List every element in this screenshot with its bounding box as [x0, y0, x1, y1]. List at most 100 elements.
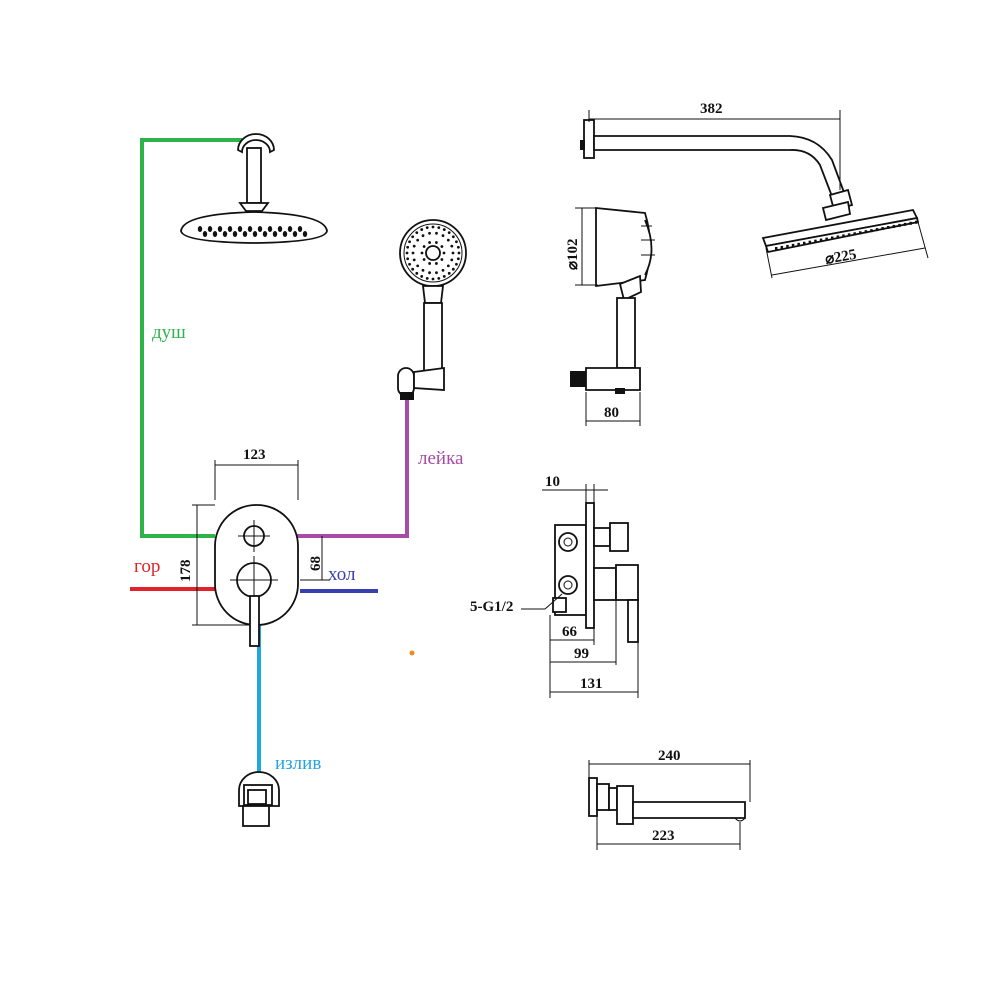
- spray-hole: [456, 257, 460, 261]
- dim-plate-thickness: 10: [542, 474, 608, 503]
- handshower-dots: [405, 225, 461, 281]
- dim-handshower-diameter: ⌀102: [565, 207, 598, 286]
- hose-outlet: [400, 392, 414, 400]
- nozzle-tick: [853, 232, 856, 236]
- mixer-panel-icon: [214, 504, 299, 647]
- spray-hole: [457, 251, 461, 255]
- nozzle-dot: [267, 226, 273, 232]
- dim-panel-width: 123: [214, 447, 299, 500]
- spray-hole: [434, 262, 438, 265]
- handshower-side-drawing: [570, 207, 655, 394]
- spray-hole: [456, 245, 460, 249]
- svg-text:⌀102: ⌀102: [565, 238, 581, 270]
- nozzle-dot: [287, 226, 293, 232]
- spray-hole: [428, 241, 432, 244]
- nozzle-tick: [786, 244, 789, 248]
- nozzle-tick: [903, 222, 907, 226]
- overhead-nozzle-row: [775, 220, 918, 250]
- spray-hole: [408, 262, 411, 266]
- spray-hole: [446, 238, 450, 242]
- spray-hole: [415, 231, 419, 235]
- overhead-shower-icon: [180, 133, 328, 244]
- spray-hole: [421, 268, 425, 272]
- spray-hole: [425, 226, 429, 230]
- spray-hole: [416, 264, 420, 268]
- nozzle-tick: [875, 228, 879, 232]
- nozzle-dot: [247, 226, 253, 232]
- svg-text:223: 223: [652, 828, 675, 844]
- spray-hole: [406, 245, 410, 249]
- spray-hole: [420, 251, 424, 255]
- label-shower: душ: [152, 322, 186, 343]
- nozzle-dot: [207, 226, 213, 232]
- nozzle-tick: [864, 230, 868, 234]
- pipe-routing: [130, 138, 409, 780]
- spray-hole: [437, 276, 441, 280]
- nozzle-tick: [842, 234, 845, 238]
- spray-hole: [455, 240, 458, 244]
- svg-text:80: 80: [604, 405, 619, 421]
- svg-text:66: 66: [562, 624, 578, 640]
- spray-hole: [451, 267, 455, 271]
- nozzle-dot: [282, 231, 288, 237]
- svg-text:240: 240: [658, 748, 681, 764]
- nozzle-dot: [272, 231, 278, 237]
- label-handshower: лейка: [418, 448, 464, 469]
- nozzle-dot: [222, 231, 228, 237]
- label-hot: гор: [134, 556, 160, 577]
- spray-hole: [412, 244, 416, 248]
- spray-hole: [428, 271, 431, 275]
- nozzle-dot: [302, 231, 308, 237]
- nozzle-tick: [892, 224, 896, 228]
- svg-text:131: 131: [580, 676, 603, 692]
- spray-hole: [441, 268, 445, 272]
- dim-head-diameter: ⌀225: [765, 221, 929, 279]
- handshower-pipe: [295, 398, 409, 538]
- svg-text:382: 382: [700, 101, 723, 117]
- dim-panel-height: 178: [178, 504, 250, 626]
- svg-text:⌀225: ⌀225: [824, 247, 858, 268]
- svg-text:5-G1/2: 5-G1/2: [470, 599, 513, 615]
- nozzle-tick: [808, 240, 812, 244]
- nozzle-dot: [227, 226, 233, 232]
- dim-spout-240: 240: [588, 748, 751, 802]
- shower-pipe: [140, 138, 242, 538]
- valve-side-drawing: [552, 502, 639, 643]
- spray-hole: [411, 267, 415, 271]
- nozzle-tick: [887, 226, 890, 229]
- spray-hole: [415, 271, 419, 275]
- spray-hole: [421, 234, 425, 238]
- label-cold: хол: [328, 564, 356, 585]
- stray-marker-dot: [409, 650, 415, 656]
- spray-hole: [451, 235, 455, 239]
- svg-text:68: 68: [308, 556, 324, 571]
- spray-hole: [451, 251, 455, 255]
- spout-outlet-icon: [238, 771, 280, 827]
- spray-hole: [411, 235, 415, 239]
- spray-hole: [446, 264, 450, 268]
- nozzle-dot: [277, 226, 283, 232]
- nozzle-tick: [791, 243, 795, 247]
- label-spout: излив: [275, 753, 321, 774]
- spray-hole: [434, 241, 438, 244]
- spray-hole: [420, 275, 424, 278]
- svg-text:123: 123: [243, 447, 266, 463]
- spray-hole: [435, 271, 438, 275]
- spray-hole: [441, 234, 445, 238]
- shower-arm-drawing: [580, 119, 920, 254]
- spray-hole: [420, 228, 424, 231]
- spray-hole: [425, 276, 429, 280]
- spray-hole: [447, 231, 451, 235]
- spray-hole: [431, 225, 435, 229]
- spout-side-drawing: [588, 777, 746, 825]
- spray-hole: [406, 257, 410, 261]
- spray-hole: [416, 238, 420, 242]
- nozzle-dot: [242, 231, 248, 237]
- spray-hole: [422, 258, 426, 261]
- nozzle-tick: [881, 227, 884, 231]
- nozzle-tick: [847, 233, 851, 237]
- nozzle-tick: [909, 221, 912, 225]
- nozzle-tick: [831, 236, 834, 240]
- spray-hole: [440, 245, 444, 248]
